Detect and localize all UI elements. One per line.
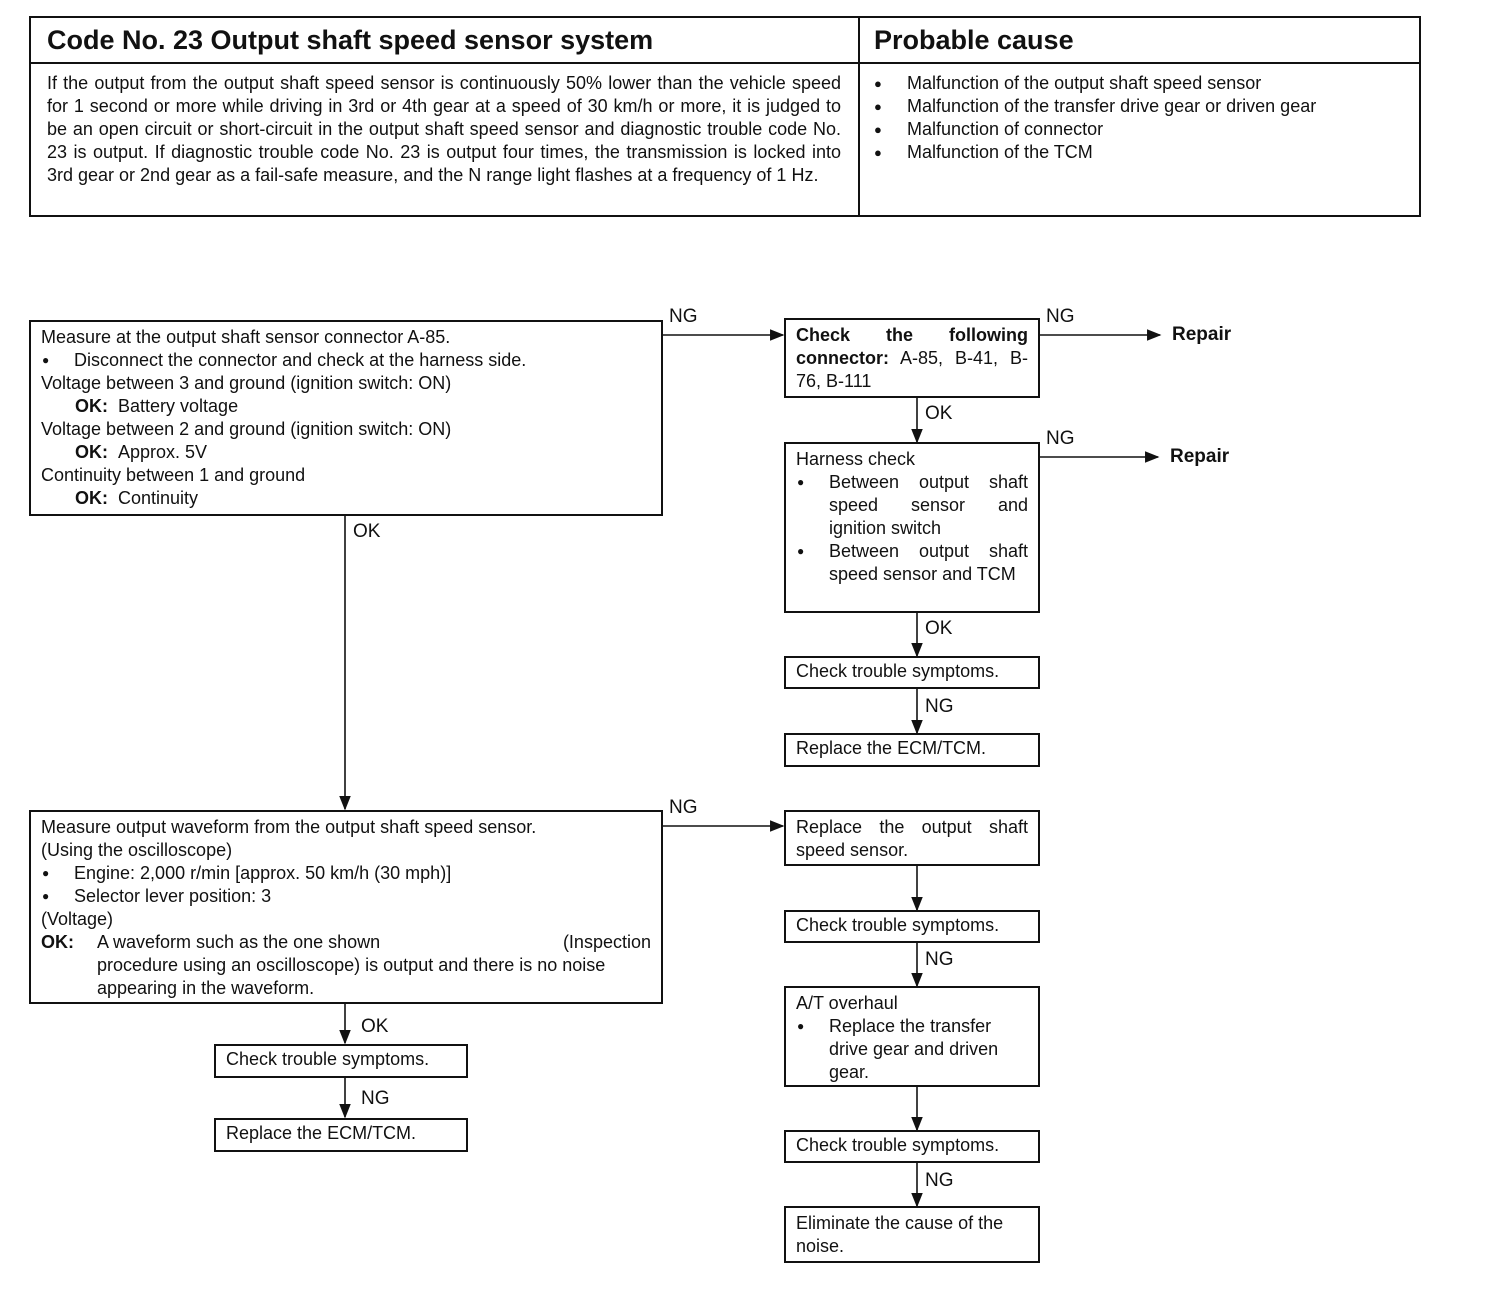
header-column-divider bbox=[858, 18, 860, 215]
repair-label: Repair bbox=[1170, 446, 1230, 467]
step-bullet: Between output shaft speed sensor and ig… bbox=[796, 471, 1028, 540]
ng-label: NG bbox=[925, 1170, 954, 1191]
ok-key: OK: bbox=[75, 488, 108, 508]
ok-key: OK: bbox=[75, 442, 108, 462]
replace-ecm-box: Replace the ECM/TCM. bbox=[784, 733, 1040, 767]
step-text: (Voltage) bbox=[41, 909, 114, 929]
ng-label: NG bbox=[361, 1088, 390, 1109]
probable-cause-title: Probable cause bbox=[874, 25, 1074, 55]
harness-check-box: Harness check Between output shaft speed… bbox=[784, 442, 1040, 613]
ok-label: OK bbox=[353, 521, 381, 542]
step-text: Measure output waveform from the output … bbox=[41, 817, 537, 837]
code-header-table: Code No. 23 Output shaft speed sensor sy… bbox=[29, 16, 1421, 217]
cause-item: Malfunction of the transfer drive gear o… bbox=[874, 95, 1316, 118]
code-title: Code No. 23 Output shaft speed sensor sy… bbox=[47, 25, 654, 55]
replace-ecm-box: Replace the ECM/TCM. bbox=[214, 1118, 468, 1152]
ok-label: OK bbox=[925, 618, 953, 639]
cause-item: Malfunction of the output shaft speed se… bbox=[874, 72, 1316, 95]
measure-connector-box: Measure at the output shaft sensor conne… bbox=[29, 320, 663, 516]
step-text: A/T overhaul bbox=[796, 993, 898, 1013]
ok-value: procedure using an oscilloscope) is outp… bbox=[97, 955, 606, 998]
ok-value: Battery voltage bbox=[118, 396, 239, 416]
step-text: Continuity between 1 and ground bbox=[41, 465, 306, 485]
step-bullet: Selector lever position: 3 bbox=[41, 885, 651, 908]
at-overhaul-box: A/T overhaul Replace the transfer drive … bbox=[784, 986, 1040, 1087]
repair-label: Repair bbox=[1172, 324, 1232, 345]
step-text: Measure at the output shaft sensor conne… bbox=[41, 327, 451, 347]
ok-key: OK: bbox=[41, 932, 74, 952]
ng-label: NG bbox=[669, 306, 698, 327]
measure-waveform-box: Measure output waveform from the output … bbox=[29, 810, 663, 1004]
ok-value: Approx. 5V bbox=[118, 442, 208, 462]
check-symptoms-box: Check trouble symptoms. bbox=[784, 910, 1040, 943]
check-symptoms-box: Check trouble symptoms. bbox=[784, 1130, 1040, 1163]
step-bullet: Engine: 2,000 r/min [approx. 50 km/h (30… bbox=[41, 862, 651, 885]
step-bullet: Disconnect the connector and check at th… bbox=[41, 349, 651, 372]
step-text: A-85, B-41, B-76, B-111 bbox=[796, 348, 1028, 391]
step-text: Voltage between 2 and ground (ignition s… bbox=[41, 419, 452, 439]
step-bullet: Between output shaft speed sensor and TC… bbox=[796, 540, 1028, 586]
step-text: Harness check bbox=[796, 449, 916, 469]
ok-label: OK bbox=[925, 403, 953, 424]
cause-item: Malfunction of the TCM bbox=[874, 141, 1316, 164]
ok-value: Continuity bbox=[118, 488, 199, 508]
ng-label: NG bbox=[925, 696, 954, 717]
header-row-divider bbox=[31, 62, 1419, 64]
probable-cause-list: Malfunction of the output shaft speed se… bbox=[874, 72, 1316, 164]
ok-label: OK bbox=[361, 1016, 389, 1037]
ng-label: NG bbox=[925, 949, 954, 970]
step-bullet: Replace the transfer drive gear and driv… bbox=[796, 1015, 1028, 1084]
check-symptoms-box: Check trouble symptoms. bbox=[784, 656, 1040, 689]
step-text: Voltage between 3 and ground (ignition s… bbox=[41, 373, 452, 393]
ok-key: OK: bbox=[75, 396, 108, 416]
check-symptoms-box: Check trouble symptoms. bbox=[214, 1044, 468, 1078]
ng-label: NG bbox=[1046, 306, 1075, 327]
cause-item: Malfunction of connector bbox=[874, 118, 1316, 141]
ng-label: NG bbox=[1046, 428, 1075, 449]
check-connector-box: Check the following connector: A-85, B-4… bbox=[784, 318, 1040, 398]
code-description: If the output from the output shaft spee… bbox=[47, 73, 841, 185]
ng-label: NG bbox=[669, 797, 698, 818]
step-text: (Using the oscilloscope) bbox=[41, 840, 233, 860]
eliminate-noise-box: Eliminate the cause of the noise. bbox=[784, 1206, 1040, 1263]
replace-sensor-box: Replace the output shaft speed sensor. bbox=[784, 810, 1040, 866]
ok-value: A waveform such as the one shown bbox=[97, 932, 381, 952]
ok-criteria: OK: A waveform such as the one shown (In… bbox=[41, 931, 651, 1000]
ok-value: (Inspection bbox=[562, 932, 651, 952]
step-text-bold: Check the following connector: bbox=[796, 325, 1028, 368]
